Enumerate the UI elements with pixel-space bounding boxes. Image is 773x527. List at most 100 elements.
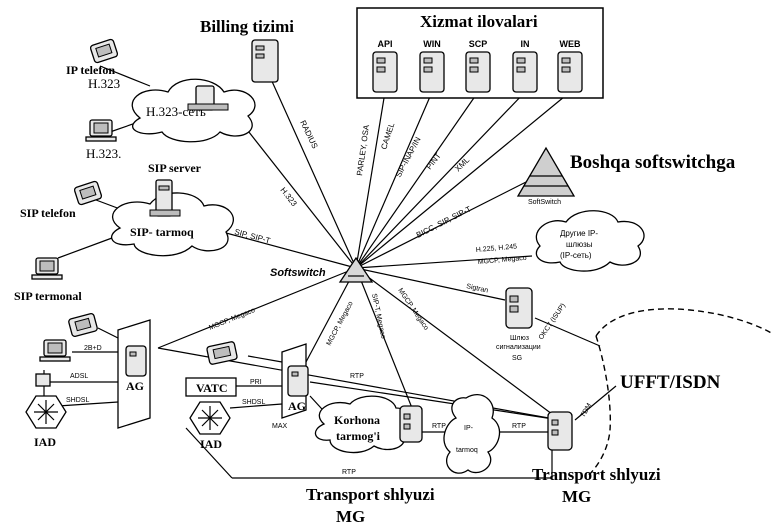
mg1-title: Transport shlyuzi [306, 485, 435, 504]
sip-phone-label: SIP telefon [20, 206, 76, 220]
label-h323: H.323 [278, 186, 299, 209]
other-softswitch-title: Boshqa softswitchga [570, 152, 736, 173]
sip-cloud-label: SIP- tarmoq [130, 225, 194, 239]
label-camel: CAMEL [379, 121, 396, 151]
sip-term-line [57, 237, 113, 259]
ip-net-label-1: IP- [464, 425, 474, 432]
label-rtp-1: RTP [350, 373, 364, 380]
link-mg2 [355, 267, 561, 421]
ip-phone-label: IP telefon [66, 63, 115, 77]
h323-pc-label: H.323. [86, 146, 121, 161]
label-mgcp-1: MGCP, Megaco [478, 255, 527, 266]
label-sip-inap: SIP-INAP/IN [394, 135, 423, 179]
ip-phone-protocol: H.323 [88, 76, 120, 91]
ag2-label: AG [288, 399, 306, 413]
link-api [355, 91, 386, 269]
rtp-iad-bottom [185, 427, 233, 479]
sip-cloud: SIP- tarmoq [110, 192, 234, 257]
splitter-box [35, 373, 51, 387]
link-other-softswitch [355, 179, 531, 269]
link-ag1 [157, 267, 357, 349]
link-billing [265, 67, 357, 269]
label-shdsl-2: SHDSL [242, 399, 265, 406]
iad1-label: IAD [34, 435, 56, 449]
h323-cloud: H.323-сеть [131, 78, 256, 143]
label-parlay: PARLEY, OSA [355, 124, 371, 177]
media-gateway-2: Transport shlyuzi MG [532, 411, 661, 506]
gatekeeper-base [187, 103, 229, 111]
label-mgcp-4: MGCP, Megaco [326, 300, 355, 347]
ip-gateways-cloud: Другие IP- шлюзы (IP-сеть) [535, 210, 645, 272]
ag2-phone [247, 355, 283, 363]
ag1-shdsl [57, 401, 119, 407]
label-tdm: TDM [580, 402, 594, 419]
billing-server: Billing tizimi [200, 17, 294, 83]
ip-gateways-label-3: (IP-сеть) [560, 251, 592, 260]
vatc-box: VATC [185, 377, 237, 397]
sg-label-2: сигнализации [496, 344, 541, 351]
label-rtp-4: RTP [342, 469, 356, 476]
service-label-web: WEB [560, 39, 581, 49]
media-gateway-1: Transport shlyuzi MG [306, 405, 435, 526]
softswitch-hub: Softswitch [270, 256, 374, 283]
label-pri: PRI [250, 379, 262, 386]
other-softswitch-small-label: SoftSwitch [528, 199, 561, 206]
mg1-subtitle: MG [336, 507, 365, 526]
corp-net-label-2: tarmog'i [336, 429, 381, 443]
link-ip-gateways [355, 255, 533, 269]
label-adsl: ADSL [70, 373, 88, 380]
ag1-phone [68, 312, 98, 338]
iad2-label: IAD [200, 437, 222, 451]
access-gateway-1: AG [117, 319, 151, 429]
ag2-phone [206, 341, 238, 365]
signaling-gateway: Шлюз сигнализации SG [496, 287, 541, 362]
label-bicc: BICC, SIP, SIP-T [415, 204, 473, 239]
link-win [355, 91, 433, 269]
label-sip-megaco: SIP-T, Megaco [370, 293, 386, 339]
link-sg [355, 267, 506, 301]
sip-terminal: SIP termonal [14, 257, 82, 303]
ag2-iad [229, 403, 283, 409]
sg-label-1: Шлюз [510, 335, 529, 342]
sip-terminal-label: SIP termonal [14, 289, 82, 303]
ag1-phone [97, 327, 119, 339]
corp-net-label-1: Korhona [334, 413, 380, 427]
service-server-api: API [372, 39, 398, 93]
label-v5: 2B+D [84, 345, 102, 352]
iad-1: IAD [25, 395, 67, 449]
service-label-in: IN [521, 39, 530, 49]
label-mgcp-3: MGCP, Megaco [208, 307, 256, 332]
vatc-label: VATC [196, 381, 228, 395]
sg-label-3: SG [512, 355, 522, 362]
sip-phone: SIP telefon [20, 180, 103, 220]
softswitch-label: Softswitch [270, 267, 326, 279]
label-rtp-3: RTP [512, 423, 526, 430]
service-servers: API WIN SCP IN WEB [372, 39, 583, 93]
other-softswitch: SoftSwitch Boshqa softswitchga [516, 146, 736, 206]
label-sigtran: Sigtran [466, 283, 489, 294]
sip-server-label: SIP server [148, 161, 202, 175]
service-server-scp: SCP [465, 39, 491, 93]
services-title: Xizmat ilovalari [420, 12, 538, 31]
ufft-isdn-title: UFFT/ISDN [620, 372, 721, 393]
rtp-ag2-mg2 [309, 381, 561, 421]
link-h323-cloud [229, 107, 357, 269]
ip-network-cloud: IP- tarmoq [443, 394, 501, 474]
ag1-label: AG [126, 379, 144, 393]
link-web [355, 91, 571, 269]
label-mgcp-2: MGCP, Megaco [396, 287, 429, 332]
label-max: MAX [272, 423, 288, 430]
mg2-title: Transport shlyuzi [532, 465, 661, 484]
link-scp [355, 91, 479, 269]
access-gateway-2: AG [281, 343, 309, 419]
ip-phone-line [99, 65, 151, 87]
iad-2: IAD [189, 401, 231, 451]
service-label-api: API [377, 39, 392, 49]
service-server-win: WIN [419, 39, 445, 93]
ag1-pc [39, 339, 71, 362]
label-xml: XML [453, 155, 471, 173]
service-server-in: IN [512, 39, 538, 93]
link-mg1 [355, 267, 413, 409]
ip-phone: IP telefon H.323 [66, 38, 120, 91]
